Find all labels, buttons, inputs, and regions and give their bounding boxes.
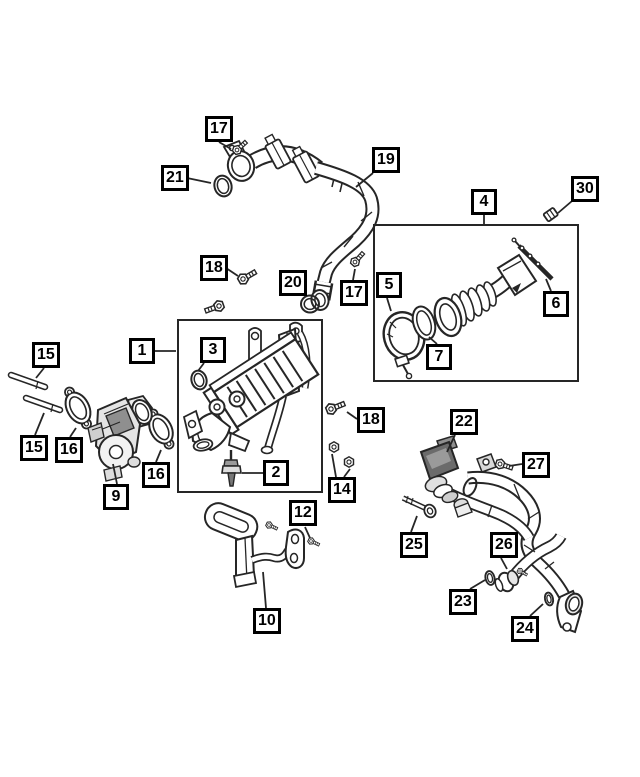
callout-20[interactable]: 20 [279, 270, 307, 296]
bolt-12-b [306, 536, 322, 549]
callout-1[interactable]: 1 [129, 338, 155, 364]
egr-cooler-drawing [182, 321, 320, 455]
stud-15-b [22, 394, 64, 414]
bolt-25 [401, 495, 437, 519]
callout-6[interactable]: 6 [543, 291, 569, 317]
callout-15-top[interactable]: 15 [32, 342, 60, 368]
sensor-2 [221, 450, 242, 487]
bolt-unlabeled [202, 298, 226, 317]
fitting-26 [494, 569, 520, 593]
callout-15-bottom[interactable]: 15 [20, 435, 48, 461]
bracket-10-drawing [203, 502, 305, 589]
oring-21 [213, 174, 233, 198]
leader-lines [34, 141, 573, 617]
callout-22[interactable]: 22 [450, 409, 478, 435]
stud-15-a [7, 371, 49, 391]
gasket-16-right [147, 408, 175, 450]
callout-10[interactable]: 10 [253, 608, 281, 634]
egr-valve-9-drawing [87, 394, 153, 482]
callout-7[interactable]: 7 [426, 344, 452, 370]
callout-26[interactable]: 26 [490, 532, 518, 558]
callout-17-mid[interactable]: 17 [340, 280, 368, 306]
callout-17-top[interactable]: 17 [205, 116, 233, 142]
callout-9[interactable]: 9 [103, 484, 129, 510]
callout-19[interactable]: 19 [372, 147, 400, 173]
callout-21[interactable]: 21 [161, 165, 189, 191]
callout-18-right[interactable]: 18 [357, 407, 385, 433]
oring-23 [484, 570, 496, 586]
bolt-18-top [235, 266, 260, 287]
callout-23[interactable]: 23 [449, 589, 477, 615]
callout-25[interactable]: 25 [400, 532, 428, 558]
gasket-16-left [64, 386, 92, 430]
callout-3[interactable]: 3 [200, 337, 226, 363]
nut-14-a [328, 441, 340, 453]
banjo-fitting-24 [556, 589, 584, 634]
stud-plate-6 [511, 237, 554, 281]
egr-tube-assembly-drawing [222, 133, 345, 193]
bolt-18-right [323, 397, 348, 417]
callout-12[interactable]: 12 [289, 500, 317, 526]
callout-24[interactable]: 24 [511, 616, 539, 642]
callout-16-left[interactable]: 16 [55, 437, 83, 463]
callout-18-top[interactable]: 18 [200, 255, 228, 281]
oring-24 [543, 591, 555, 607]
group-outline-1 [177, 319, 323, 493]
callout-2[interactable]: 2 [263, 460, 289, 486]
bellows-tube-drawing [433, 253, 538, 338]
callout-14[interactable]: 14 [328, 477, 356, 503]
oring-3 [190, 369, 208, 391]
callout-27[interactable]: 27 [522, 452, 550, 478]
callout-4[interactable]: 4 [471, 189, 497, 215]
group-outline-4 [373, 224, 579, 382]
callout-30[interactable]: 30 [571, 176, 599, 202]
callout-5[interactable]: 5 [376, 272, 402, 298]
nut-14-b [343, 456, 355, 468]
gasket-7 [411, 305, 437, 341]
clip-30 [542, 207, 559, 223]
hose-19-drawing [310, 161, 380, 311]
bolt-12-a [264, 520, 280, 533]
callout-16-right[interactable]: 16 [142, 462, 170, 488]
oring-20 [300, 294, 320, 314]
